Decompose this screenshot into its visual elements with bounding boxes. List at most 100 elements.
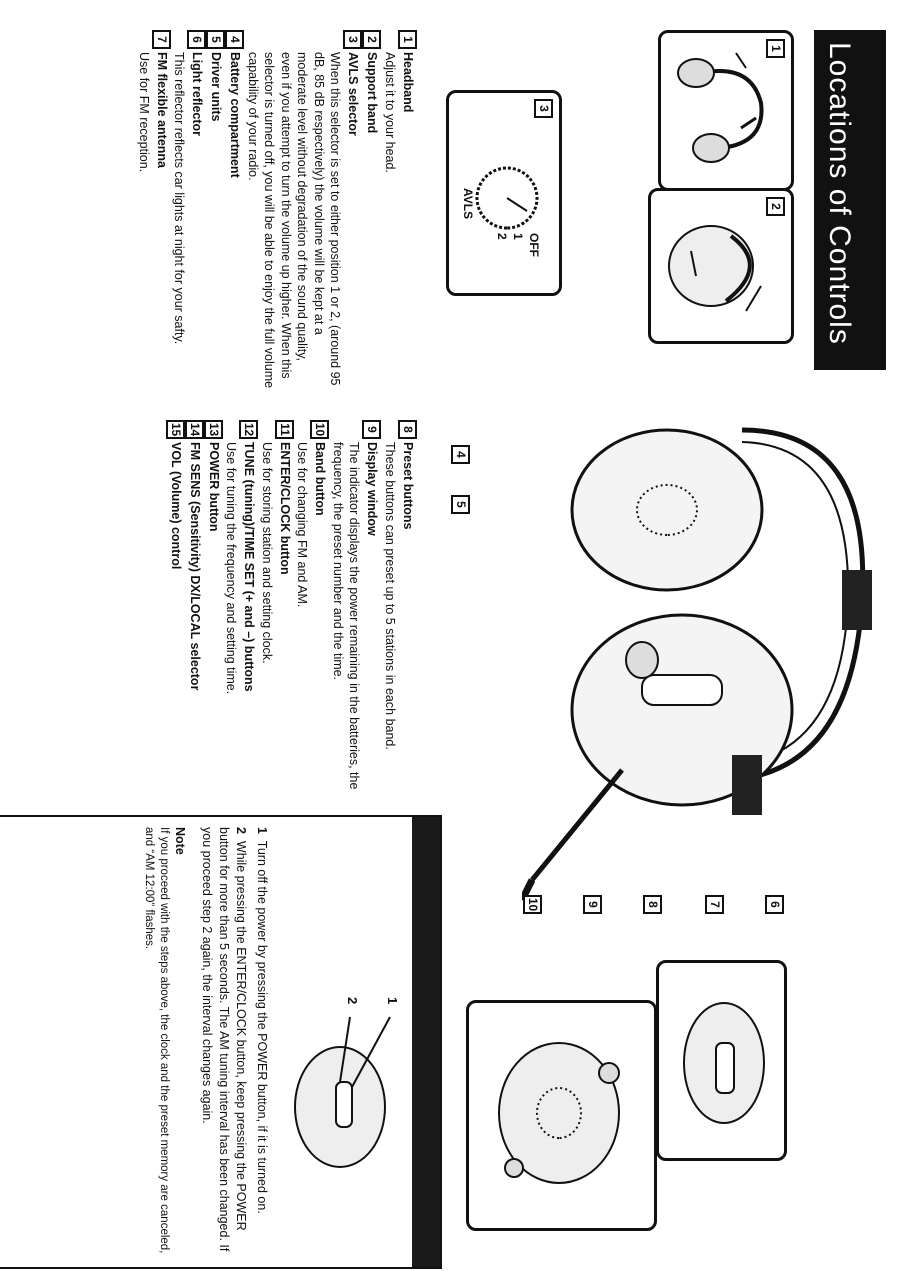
control-heading-text: TUNE (tuning)/TIME SET (+ and –) buttons	[242, 442, 257, 692]
control-item-4: 4Battery compartment	[225, 30, 245, 390]
control-heading-text: Light reflector	[190, 52, 205, 137]
earcup-top-illustration	[683, 1002, 765, 1124]
callout-4: 4	[451, 445, 470, 464]
panel-support-band: 2	[648, 188, 794, 344]
control-number: 8	[398, 420, 417, 439]
control-description: This reflector reflects car lights at ni…	[172, 52, 187, 345]
control-item-15: 15VOL (Volume) control	[166, 420, 185, 810]
control-heading-text: FM flexible antenna	[155, 52, 170, 168]
callout-7: 7	[705, 895, 724, 914]
panel-enter-clock-tune	[656, 960, 787, 1161]
avls-position-2-label: 2	[495, 233, 509, 240]
callout-10: 10	[523, 895, 542, 914]
callout-5: 5	[451, 495, 470, 514]
callout-9: 9	[583, 895, 602, 914]
page-title: Locations of Controls	[823, 42, 856, 345]
control-item-12: 12TUNE (tuning)/TIME SET (+ and –) butto…	[223, 420, 259, 810]
control-heading-text: Support band	[365, 52, 380, 134]
control-number: 15	[166, 420, 185, 439]
control-number: 2	[362, 30, 382, 49]
control-number: 11	[275, 420, 294, 439]
control-heading-text: Band button	[313, 442, 328, 516]
control-heading-text: Battery compartment	[228, 52, 243, 178]
control-heading: 5Driver units	[206, 30, 226, 390]
control-heading-text: VOL (Volume) control	[169, 442, 184, 570]
control-heading-text: AVLS selector	[346, 52, 361, 136]
control-item-2: 2Support band	[362, 30, 382, 390]
control-number: 5	[206, 30, 226, 49]
control-description: Use for FM reception.	[137, 52, 151, 173]
control-heading: 8Preset buttons	[398, 420, 417, 810]
avls-position-1-label: 1	[511, 233, 525, 240]
control-heading-text: Display window	[365, 442, 380, 536]
control-heading-text: POWER button	[207, 442, 222, 532]
note-step-1: 1 Turn off the power by pressing the POW…	[253, 827, 270, 1257]
note-text: If you proceed with the steps above, the…	[143, 827, 170, 1254]
control-heading: 14 FM SENS (Sensitivity) DX/LOCAL selecto…	[185, 420, 204, 810]
control-heading-text: Driver units	[209, 52, 224, 122]
control-heading-text: FM SENS (Sensitivity) DX/LOCAL selector	[188, 442, 203, 691]
note-step-text: Turn off the power by pressing the POWER…	[255, 840, 269, 1214]
note-step-number: 2	[234, 827, 248, 834]
control-heading: 7 FM flexible antenna	[152, 30, 171, 390]
control-heading: 15VOL (Volume) control	[166, 420, 185, 810]
avls-label: AVLS	[461, 188, 475, 220]
control-item-7: 7 FM flexible antenna Use for FM reception…	[136, 30, 171, 390]
control-description: Adjust it to your head.	[383, 52, 397, 173]
support-band-illustration	[668, 225, 762, 312]
control-heading: 2Support band	[362, 30, 382, 390]
callout-8: 8	[643, 895, 662, 914]
control-heading: 4Battery compartment	[225, 30, 245, 390]
control-number: 14	[185, 420, 204, 439]
title-bar: Locations of Controls	[814, 30, 886, 370]
control-heading-text: Preset buttons	[401, 442, 416, 530]
control-item-14: 14 FM SENS (Sensitivity) DX/LOCAL selecto…	[185, 420, 204, 810]
note-step-number: 1	[255, 827, 269, 834]
control-heading: 11ENTER/CLOCK button	[275, 420, 294, 810]
control-heading: 12TUNE (tuning)/TIME SET (+ and –) butto…	[239, 420, 259, 810]
control-number: 1	[398, 30, 417, 49]
control-number: 7	[152, 30, 171, 49]
control-description: Use for changing FM and AM.	[295, 442, 310, 608]
panel-power-fm-vol	[466, 1000, 657, 1231]
callout-6: 6	[765, 895, 784, 914]
control-heading: 9Display window	[362, 420, 382, 810]
control-heading: 3AVLS selector	[343, 30, 363, 390]
control-heading: 13POWER button	[204, 420, 223, 810]
control-heading: 10Band button	[310, 420, 330, 810]
arrow-label-1: 1	[385, 997, 400, 1005]
power-button-illustration	[294, 1016, 391, 1168]
avls-off-label: OFF	[527, 233, 541, 257]
control-heading: 1Headband	[398, 30, 417, 390]
control-heading: 6Light reflector	[187, 30, 207, 390]
note-title: Note	[173, 827, 187, 855]
control-description: Use for storing station and setting cloc…	[260, 442, 274, 664]
arrow-label-2: 2	[345, 997, 360, 1005]
earcup-side-illustration	[498, 1042, 620, 1184]
headset-illustration	[522, 427, 872, 902]
control-description: The indicator displays the power remaini…	[331, 442, 362, 790]
control-description: Use for tuning the frequency and setting…	[224, 442, 239, 695]
panel-headband: 1	[658, 30, 794, 191]
control-heading-text: ENTER/CLOCK button	[278, 442, 293, 575]
control-number: 6	[187, 30, 207, 49]
control-number: 3	[343, 30, 363, 49]
headband-illustration	[677, 52, 764, 163]
note-step-2: 2 While pressing the ENTER/CLOCK button,…	[198, 827, 249, 1257]
control-number: 12	[239, 420, 259, 439]
control-number: 4	[225, 30, 245, 49]
note-box-body: 1 Turn off the power by pressing the POW…	[141, 827, 270, 1257]
control-heading-text: Headband	[401, 52, 416, 113]
avls-dial-illustration	[475, 166, 539, 230]
note-box-header	[412, 817, 440, 1267]
control-number: 13	[204, 420, 223, 439]
